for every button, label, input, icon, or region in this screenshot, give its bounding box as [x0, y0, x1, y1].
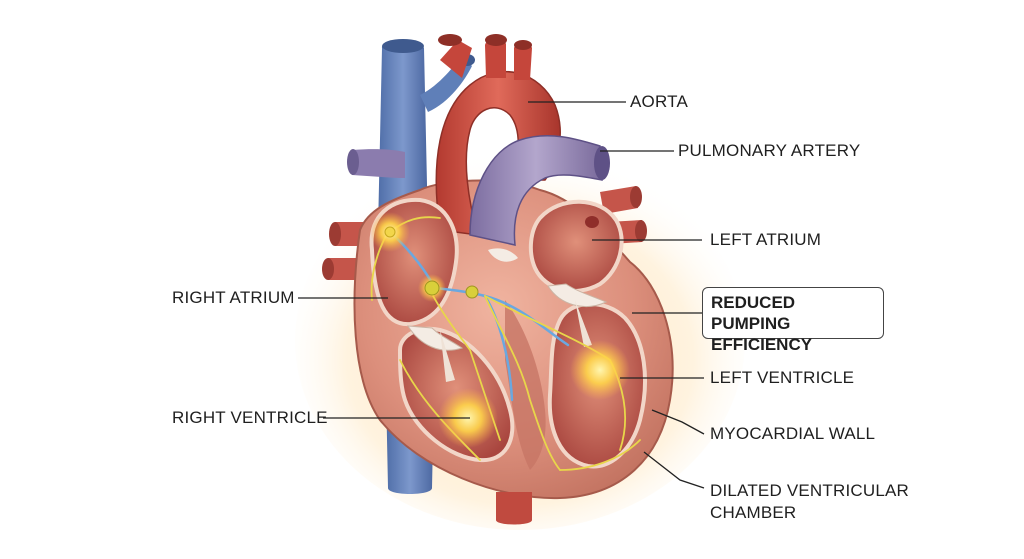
- callout-reduced-pumping: REDUCED PUMPING EFFICIENCY: [702, 287, 884, 354]
- pulmonary-trunk: [469, 135, 603, 246]
- label-right-ventricle: RIGHT VENTRICLE: [172, 408, 328, 427]
- superior-vena-cava: [378, 41, 428, 230]
- mitral-valve: [547, 283, 608, 308]
- label-left-ventricle: LEFT VENTRICLE: [710, 368, 855, 387]
- callout-line-2: EFFICIENCY: [711, 335, 813, 354]
- label-dilated-chamber-line-2: CHAMBER: [710, 503, 797, 522]
- callout-line-1: REDUCED PUMPING: [711, 293, 796, 333]
- leader-lines: [298, 101, 705, 489]
- ventricle-glow-left: [570, 340, 630, 400]
- label-myocardial-wall: MYOCARDIAL WALL: [710, 424, 876, 443]
- label-pulmonary-artery: PULMONARY ARTERY: [678, 141, 861, 160]
- label-right-atrium: RIGHT ATRIUM: [172, 288, 295, 307]
- tricuspid-valve: [407, 325, 464, 351]
- label-aorta: AORTA: [630, 92, 688, 111]
- left-atrium-chamber: [528, 199, 624, 293]
- label-dilated-chamber-line-1: DILATED VENTRICULAR: [710, 481, 910, 500]
- label-left-atrium: LEFT ATRIUM: [710, 230, 822, 249]
